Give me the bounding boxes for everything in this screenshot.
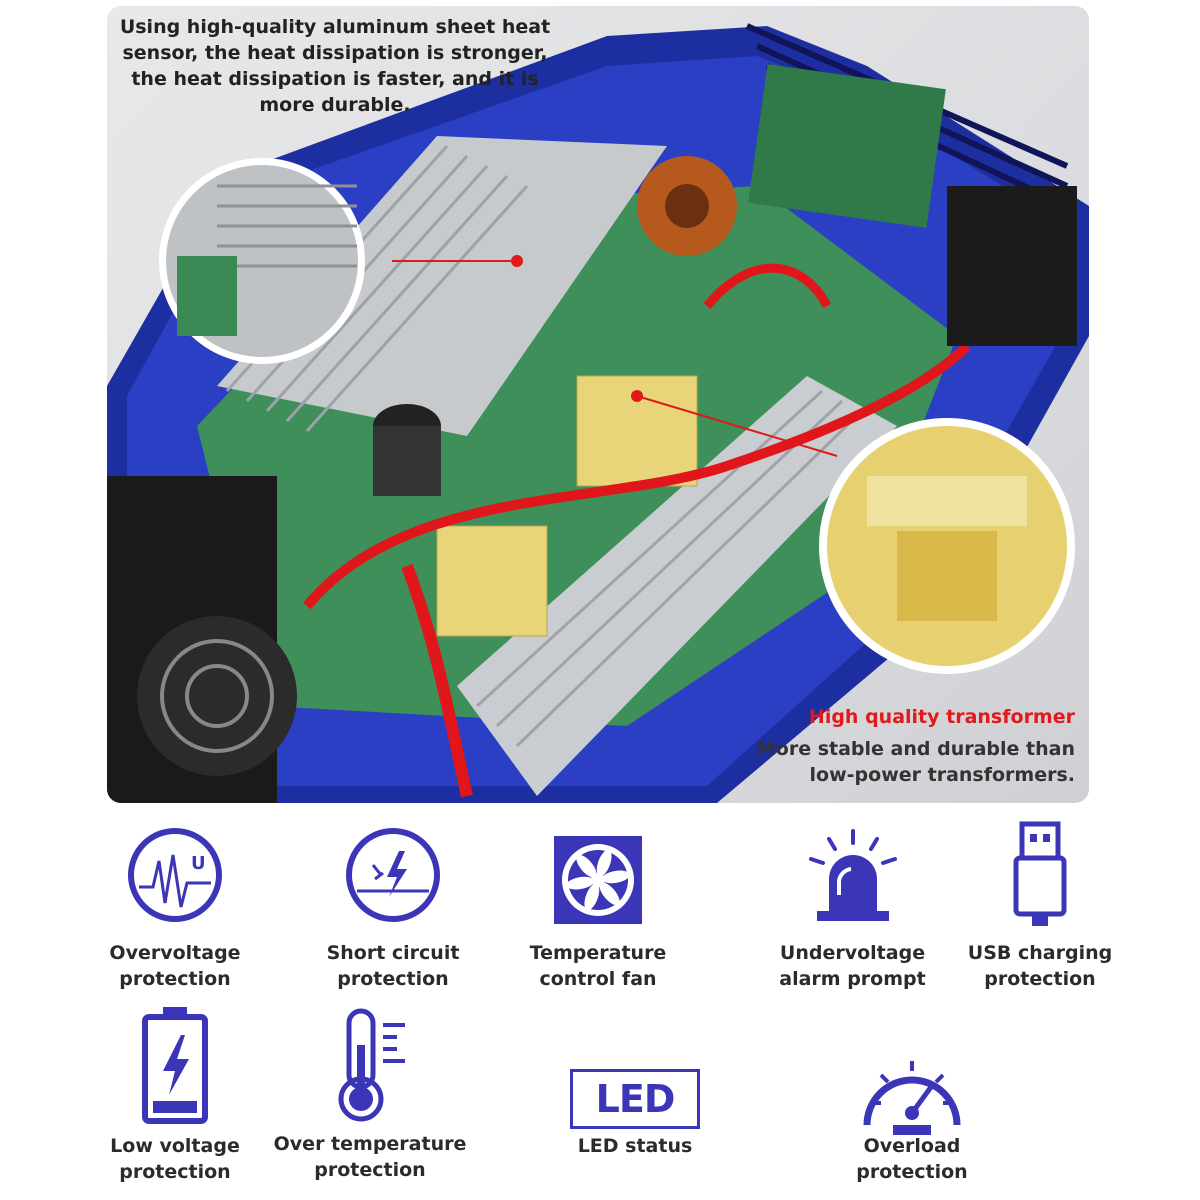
led-icon: LED xyxy=(570,1069,700,1129)
feature-alarm: Undervoltage alarm prompt xyxy=(755,820,950,1000)
feature-overvoltage: U Overvoltage protection xyxy=(80,820,270,1000)
feature-label: USB charging protection xyxy=(967,942,1113,990)
heat-sink-caption: Using high-quality aluminum sheet heat s… xyxy=(119,16,551,116)
overvoltage-icon: U xyxy=(128,828,222,922)
feature-label: Undervoltage alarm prompt xyxy=(779,942,926,990)
feature-label: Short circuit protection xyxy=(326,942,460,990)
short-circuit-icon xyxy=(346,828,440,922)
inverter-internals-illustration xyxy=(107,23,1089,803)
feature-fan: Temperature control fan xyxy=(503,820,693,1000)
usb-icon xyxy=(1013,821,1067,926)
transformer-caption: More stable and durable than low-power t… xyxy=(756,738,1075,786)
feature-label: Low voltage protection xyxy=(110,1135,240,1183)
feature-label: Overvoltage protection xyxy=(109,942,241,990)
feature-short-circuit: Short circuit protection xyxy=(298,820,488,1000)
feature-label: Overload protection xyxy=(856,1135,968,1183)
alarm-light-icon xyxy=(808,829,897,921)
feature-label: Over temperature protection xyxy=(273,1133,467,1181)
feature-low-voltage: Low voltage protection xyxy=(80,1005,270,1195)
feature-overload: Overload protection xyxy=(812,1005,1012,1195)
feature-over-temperature: Over temperature protection xyxy=(265,1005,475,1195)
transformer-heading: High quality transformer xyxy=(808,706,1075,728)
led-icon-text: LED xyxy=(595,1077,676,1121)
thermometer-icon xyxy=(338,1008,405,1122)
feature-label: Temperature control fan xyxy=(529,942,667,990)
feature-label: LED status xyxy=(577,1135,693,1157)
battery-icon xyxy=(142,1007,208,1124)
gauge-icon xyxy=(863,1061,961,1135)
fan-icon xyxy=(554,836,642,924)
product-photo: Using high-quality aluminum sheet heat s… xyxy=(107,6,1089,803)
feature-usb: USB charging protection xyxy=(945,820,1135,1000)
svg-text:U: U xyxy=(191,853,206,874)
feature-led: LED LED status xyxy=(540,1005,730,1195)
